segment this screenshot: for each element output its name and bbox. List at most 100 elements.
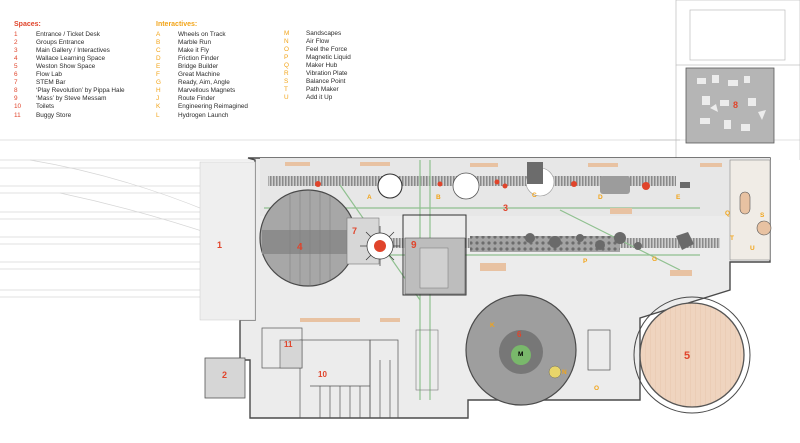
legend-label: ‘Mass’ by Steve Messam [36,95,107,103]
label-int-S: S [760,212,765,219]
gallery-exhibits [525,182,694,250]
legend-label: Vibration Plate [306,70,348,78]
legend-row: U Add it Up [284,94,424,102]
legend-key: K [156,103,161,111]
label-space-3: 3 [503,203,509,213]
legend-key: M [284,30,290,37]
legend-key: U [284,94,289,102]
annex-building [640,0,800,160]
legend-key: B [156,39,161,47]
play-revolution-blocks [697,75,766,131]
red-markers [315,179,650,190]
mass-installation-frame [402,214,467,296]
weston-show-space [639,302,745,408]
label-space-9: 9 [411,240,417,251]
buggy-store [279,339,303,369]
groups-entrance [204,357,246,399]
legend-label: Ready, Aim, Angle [178,79,230,87]
benches [285,162,722,322]
legend-row: 8‘Play Revolution’ by Pippa Hale [14,87,164,95]
label-space-1: 1 [217,240,223,250]
legend-label: Buggy Store [36,111,72,119]
legend-row: 9 ‘Mass’ by Steve Messam [14,95,164,103]
label-int-A: A [367,194,372,201]
legend-label: Feel the Force [306,46,348,54]
legend-row: B Marble Run [156,39,306,47]
legend-label: Magnetic Liquid [306,54,351,62]
lift-block [587,329,611,371]
label-int-D: D [598,194,603,201]
legend-label: Wheels on Track [178,31,226,39]
sandscapes-disc [511,345,531,365]
legend-label: Marvellous Magnets [178,87,236,95]
pillar-block [527,162,543,184]
label-int-U: U [750,245,755,252]
label-space-5: 5 [684,350,691,362]
legend-key: 10 [14,103,22,111]
legend-key: J [156,95,160,103]
label-int-O: O [594,385,600,392]
legend-label: Weston Show Space [36,63,96,71]
legend-label: STEM Bar [36,79,66,87]
label-int-N: N [562,369,567,376]
legend-key: 11 [14,111,21,119]
mass-inner [419,247,449,289]
legend-label: Groups Entrance [36,39,85,47]
legend-label: Flow Lab [36,71,62,79]
legend-key: 5 [14,63,18,71]
legend-key: D [156,55,161,63]
legend-key: F [156,71,160,79]
legend-key: R [284,70,289,78]
legend-key: 2 [14,39,18,47]
label-space-4: 4 [297,242,303,253]
legend-row: Q Maker Hub [284,62,424,70]
label-int-P: P [583,258,588,265]
interactives-legend-title: Interactives: [156,21,198,28]
legend-label: Main Gallery / Interactives [36,47,110,55]
legend-key: O [284,46,289,54]
label-space-8: 8 [733,100,739,110]
legend-row: 11 Buggy Store [14,112,164,120]
legend-key: G [156,79,161,87]
legend-key: N [284,38,289,46]
legend-row: 2 Groups Entrance [14,39,164,47]
add-it-up-table [756,220,772,236]
label-space-2: 2 [222,370,228,380]
label-int-K: K [490,322,495,329]
d-block [600,176,630,194]
legend-key: P [284,54,289,62]
legend-row: 5 Weston Show Space [14,63,164,71]
label-int-Q: Q [725,210,731,217]
legend-label: Maker Hub [306,62,338,70]
label-int-B: B [436,194,441,201]
legend-key: 9 [14,95,18,103]
legend-row: P Magnetic Liquid [284,54,424,62]
spaces-legend-title: Spaces: [14,21,41,28]
label-int-C: C [532,192,537,199]
legend-row: G Ready, Aim, Angle [156,79,306,87]
legend-row: O Feel the Force [284,46,424,54]
legend-key: L [156,111,160,119]
legend-key: 1 [14,31,18,39]
legend-label: Marble Run [178,39,212,47]
red-target [374,240,386,252]
legend-key: Q [284,62,289,70]
legend-label: Add it Up [306,94,333,102]
legend-key: 6 [14,71,18,79]
wallace-grid [289,190,331,286]
